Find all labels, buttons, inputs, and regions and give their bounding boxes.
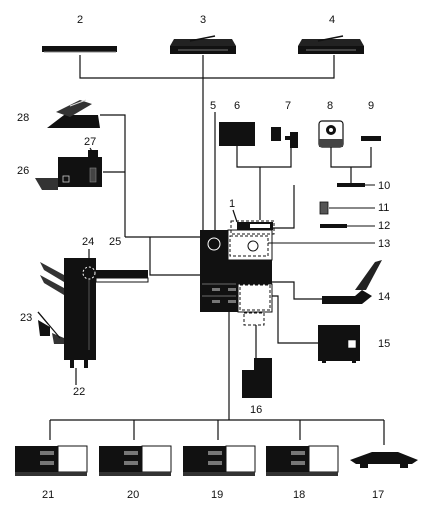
callout-1: 1 [229,198,235,210]
document-feeder-3 [170,35,236,54]
callout-18: 18 [293,489,305,501]
option-26-27 [35,150,102,190]
callout-28: 28 [17,112,29,124]
paper-feed-20 [99,445,172,476]
platen-cover-2 [42,46,117,53]
callout-13: 13 [378,238,390,250]
callout-15: 15 [378,338,390,350]
callout-23: 23 [20,312,32,324]
option-12 [320,224,375,228]
option-23 [37,311,64,344]
callout-16: 16 [250,404,262,416]
option-15 [318,325,360,363]
option-10 [337,183,375,187]
callout-25: 25 [109,236,121,248]
paper-feed-21 [15,445,88,476]
connector-lines [49,55,385,445]
paper-feed-18 [266,445,339,476]
callout-21: 21 [42,489,54,501]
callout-9: 9 [368,100,374,112]
callout-20: 20 [127,489,139,501]
option-28 [47,99,100,128]
callout-22: 22 [73,386,85,398]
callout-3: 3 [200,14,206,26]
callout-17: 17 [372,489,384,501]
callout-12: 12 [378,220,390,232]
callout-10: 10 [378,180,390,192]
finisher-22-25 [40,258,149,368]
option-16 [242,358,272,398]
option-11 [319,201,375,215]
callout-14: 14 [378,291,390,303]
option-7 [271,127,298,148]
paper-feed-19 [183,445,256,476]
callout-4: 4 [329,14,335,26]
callout-8: 8 [327,100,333,112]
stand-17 [350,452,418,468]
callout-labels: 2 3 4 5 6 7 8 9 1 10 11 12 13 14 15 16 1… [17,14,390,501]
callout-19: 19 [211,489,223,501]
callout-6: 6 [234,100,240,112]
option-8 [318,120,344,148]
callout-24: 24 [82,236,94,248]
callout-26: 26 [17,165,29,177]
option-14 [322,260,382,304]
callout-2: 2 [77,14,83,26]
callout-5: 5 [210,100,216,112]
callout-11: 11 [378,202,389,214]
main-mfp-unit [200,220,375,326]
callout-27: 27 [84,136,96,148]
option-6 [219,122,255,146]
label-leaders [75,112,238,385]
document-feeder-4 [298,35,364,54]
callout-7: 7 [285,100,291,112]
option-9 [361,136,381,141]
